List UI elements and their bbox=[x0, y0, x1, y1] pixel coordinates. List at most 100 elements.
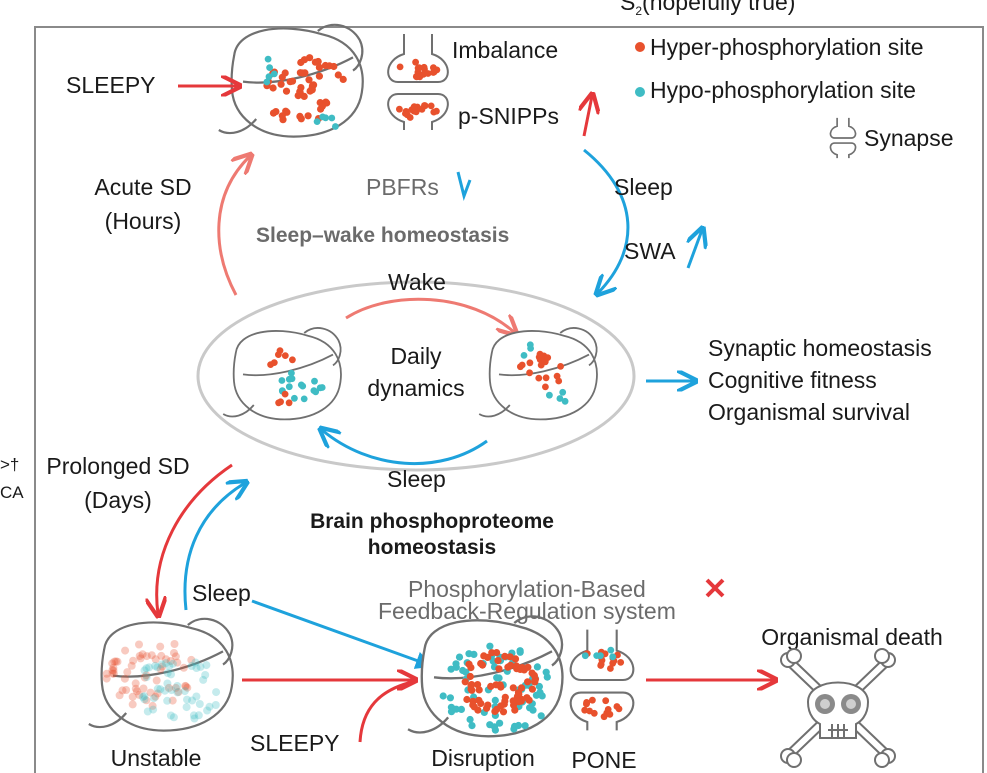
hyper-site-dot bbox=[414, 64, 422, 72]
hyper-site-dot bbox=[281, 352, 289, 359]
hypo-site-dot bbox=[192, 692, 201, 701]
hyper-site-dot bbox=[170, 649, 178, 657]
hyper-site-dot bbox=[102, 674, 111, 683]
hypo-site-dot bbox=[167, 670, 175, 679]
arrow-sleepy-bottom bbox=[358, 680, 413, 743]
hyper-site-dot bbox=[162, 655, 170, 664]
label-organismal-death: Organismal death bbox=[761, 624, 943, 650]
label-pbfr-system-2: Feedback-Regulation system bbox=[378, 598, 676, 624]
arrow-up-icon bbox=[584, 96, 592, 137]
hypo-site-dot bbox=[169, 713, 178, 722]
hyper-site-dot bbox=[142, 696, 151, 705]
hypo-site-dot bbox=[455, 653, 464, 661]
hyper-site-dot bbox=[128, 700, 137, 709]
arrow-acute-sd bbox=[217, 156, 250, 296]
hyper-site-dot bbox=[406, 114, 414, 121]
hyper-site-dot bbox=[140, 673, 149, 682]
hyper-site-dot bbox=[555, 377, 563, 385]
label-sleep-middle: Sleep bbox=[387, 466, 446, 492]
hyper-site-dot bbox=[168, 696, 177, 705]
hyper-site-dot bbox=[517, 684, 526, 692]
hyper-site-dot bbox=[590, 709, 598, 717]
hypo-site-dot bbox=[266, 64, 273, 71]
hypo-site-dot bbox=[319, 113, 327, 121]
synapse-pone-phospho-sites bbox=[581, 646, 625, 721]
hypo-site-dot bbox=[288, 375, 296, 383]
hyper-site-dot bbox=[523, 694, 531, 702]
hyper-site-dot bbox=[396, 63, 404, 71]
hypo-site-dot bbox=[140, 666, 149, 675]
hyper-site-dot bbox=[602, 697, 610, 705]
hypo-site-dot bbox=[183, 695, 191, 704]
hyper-site-dot bbox=[509, 697, 517, 705]
hypo-site-dot bbox=[468, 722, 476, 730]
hypo-site-dot bbox=[182, 703, 191, 712]
hypo-site-dot bbox=[527, 345, 534, 352]
hyper-site-dot bbox=[173, 658, 182, 667]
brain-icon bbox=[222, 327, 342, 421]
hyper-site-dot bbox=[466, 672, 474, 681]
hypo-site-dot bbox=[559, 388, 567, 396]
arrow-wake bbox=[345, 297, 515, 333]
hyper-site-dot bbox=[109, 663, 118, 672]
hypo-site-dot bbox=[191, 658, 200, 667]
hyper-site-dot bbox=[493, 705, 501, 713]
hypo-site-dot bbox=[535, 682, 544, 691]
hypo-site-dot bbox=[163, 696, 172, 705]
hypo-site-dot bbox=[459, 666, 467, 675]
hyper-site-dot bbox=[282, 87, 291, 95]
hypo-site-dot bbox=[486, 642, 494, 650]
hyper-site-dot bbox=[311, 58, 319, 66]
hyper-site-dot bbox=[128, 692, 137, 701]
arrow-sleep-top bbox=[583, 148, 630, 293]
hyper-site-dot bbox=[477, 699, 485, 708]
hyper-site-dot bbox=[528, 685, 537, 693]
synapse-icon bbox=[387, 34, 449, 130]
hyper-site-dot bbox=[285, 399, 293, 407]
hyper-site-dot bbox=[112, 657, 120, 666]
hypo-site-dot bbox=[538, 692, 546, 700]
label-sleepy-top: SLEEPY bbox=[66, 72, 156, 98]
synapse-top-phospho-sites bbox=[396, 58, 441, 121]
hypo-site-dot bbox=[195, 700, 204, 708]
label-daily: Daily bbox=[390, 343, 442, 369]
hyper-site-dot bbox=[270, 359, 278, 366]
hyper-site-dot bbox=[520, 666, 528, 674]
hypo-site-dot bbox=[452, 660, 460, 668]
hypo-site-dot bbox=[532, 691, 541, 699]
hyper-site-dot bbox=[129, 656, 138, 665]
hyper-site-dot bbox=[136, 654, 145, 663]
hyper-site-dot bbox=[127, 661, 136, 670]
hyper-site-dot bbox=[121, 646, 130, 655]
outcome-organismal-survival: Organismal survival bbox=[708, 399, 910, 425]
hyper-site-dot bbox=[315, 72, 323, 80]
hyper-site-dot bbox=[526, 369, 533, 377]
hypo-site-dot bbox=[265, 73, 273, 81]
synapse-top bbox=[387, 34, 449, 130]
hypo-site-dot bbox=[491, 696, 499, 705]
hyper-site-dot bbox=[181, 681, 190, 690]
hypo-site-dot bbox=[192, 664, 201, 672]
hyper-site-dot bbox=[413, 73, 421, 81]
brain-unstable-phospho-sites bbox=[102, 640, 221, 723]
hypo-site-dot bbox=[264, 55, 272, 63]
hypo-site-dot bbox=[140, 692, 149, 701]
hypo-site-dot bbox=[526, 704, 534, 712]
label-pbfr-system-1: Phosphorylation-Based bbox=[408, 576, 646, 602]
hyper-site-dot bbox=[151, 655, 160, 664]
hyper-site-dot bbox=[179, 663, 188, 672]
hyper-site-dot bbox=[132, 687, 141, 696]
hypo-site-dot bbox=[446, 694, 454, 702]
hyper-site-dot bbox=[410, 103, 418, 110]
label-pbfrs: PBFRs bbox=[366, 174, 439, 200]
hypo-site-dot bbox=[187, 662, 196, 670]
hyper-site-dot bbox=[181, 682, 190, 691]
hyper-site-dot bbox=[187, 655, 196, 664]
hypo-site-dot bbox=[291, 394, 298, 402]
hypo-site-dot bbox=[561, 397, 569, 405]
hypo-site-dot bbox=[173, 682, 182, 690]
hyper-site-dot bbox=[109, 666, 118, 675]
hyper-site-dot bbox=[493, 649, 501, 657]
legend-hyper: Hyper-phosphorylation site bbox=[650, 34, 924, 60]
